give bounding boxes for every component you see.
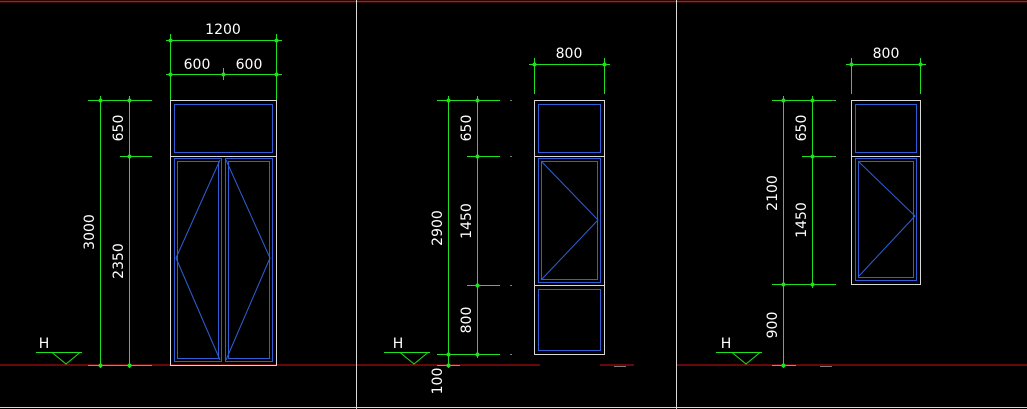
door-level-label: H <box>39 336 50 352</box>
window1-height-sash: 1450 <box>459 203 475 239</box>
door-elevation: 1200 600 600 3000 650 2350 H <box>36 22 282 368</box>
window1-elevation: 800 2900 650 1450 800 100 H <box>384 46 610 394</box>
window1-frame <box>534 100 605 355</box>
door-leaf-right-inner <box>228 161 270 359</box>
window1-level-marker: H <box>384 336 430 365</box>
door-swing-left <box>175 159 221 361</box>
door-height-transom: 650 <box>111 115 127 142</box>
snap-ticks <box>510 100 834 367</box>
window2-sash <box>855 158 917 281</box>
door-swing-right <box>225 159 271 361</box>
window1-height-base: 100 <box>430 368 446 395</box>
window1-height-panel: 800 <box>459 307 475 334</box>
window1-bottom-panel <box>538 289 601 351</box>
window2-width: 800 <box>873 46 900 62</box>
door-height-leaf: 2350 <box>111 243 127 279</box>
window2-height-sill: 900 <box>765 312 781 339</box>
window2-level-label: H <box>721 336 732 352</box>
window1-width: 800 <box>556 46 583 62</box>
window1-height-overall: 2900 <box>430 210 446 246</box>
door-level-marker: H <box>36 336 82 365</box>
window1-transom-glass <box>538 104 601 153</box>
door-leaf-left <box>174 158 222 362</box>
window2-level-marker: H <box>716 336 762 365</box>
window2-swing <box>858 161 916 277</box>
window2-transom-glass <box>855 104 917 153</box>
window2-height-sash: 1450 <box>794 202 810 238</box>
window2-elevation: 800 2100 650 1450 900 H <box>716 46 926 368</box>
window1-level-label: H <box>393 336 404 352</box>
door-leaf-left-inner <box>177 161 219 359</box>
window1-sash <box>538 158 601 283</box>
door-width-right: 600 <box>236 57 263 73</box>
window2-height-transom: 650 <box>794 115 810 142</box>
door-frame <box>170 100 277 366</box>
window2-sash-inner <box>858 161 914 278</box>
door-width-left: 600 <box>184 57 211 73</box>
door-width-overall: 1200 <box>205 22 241 38</box>
window1-sash-inner <box>541 161 598 280</box>
window1-swing <box>541 161 599 280</box>
door-transom-glass <box>174 104 273 153</box>
door-leaf-right <box>225 158 273 362</box>
window2-frame <box>851 100 921 285</box>
window2-height-overall: 2100 <box>765 175 781 211</box>
door-height-overall: 3000 <box>82 214 98 250</box>
window1-height-transom: 650 <box>459 115 475 142</box>
